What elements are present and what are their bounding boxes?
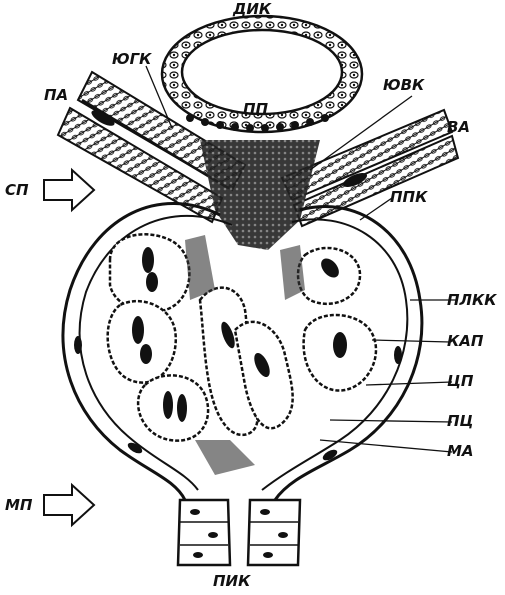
proximal-tubule	[176, 498, 302, 567]
label-capsule-outer-layer: ППК	[390, 188, 428, 206]
label-macula-densa: ПП	[243, 100, 269, 118]
label-juxtavascular-cells: ЮВК	[383, 76, 425, 94]
efferent-arteriole	[280, 108, 460, 228]
mesangium	[185, 235, 305, 475]
label-juxtaglomerular-cells: ЮГК	[112, 50, 152, 68]
label-proximal-tubule: ПИК	[213, 572, 251, 590]
bowman-capsule	[61, 202, 424, 501]
label-mesangium: МА	[447, 442, 474, 460]
label-capsule-parietal-layer: ПЛКК	[447, 291, 497, 309]
label-urinary-pole: МП	[5, 496, 33, 514]
urinary-pole-arrow	[43, 482, 96, 528]
vascular-pole-arrow	[43, 167, 96, 213]
label-capillary: КАП	[447, 332, 484, 350]
juxtaglomerular-region	[200, 140, 320, 250]
label-vascular-pole: СП	[5, 181, 29, 199]
erythrocytes	[132, 247, 347, 422]
afferent-arteriole	[56, 70, 247, 224]
leader-lines	[145, 65, 458, 453]
label-efferent-arteriole: ВА	[447, 118, 471, 136]
label-distal-tubule: ДИК	[233, 0, 272, 18]
label-podocyte-body: ЦП	[447, 372, 474, 390]
label-podocyte: ПЦ	[447, 412, 474, 430]
label-afferent-arteriole: ПА	[44, 86, 69, 104]
distal-tubule	[160, 14, 364, 134]
